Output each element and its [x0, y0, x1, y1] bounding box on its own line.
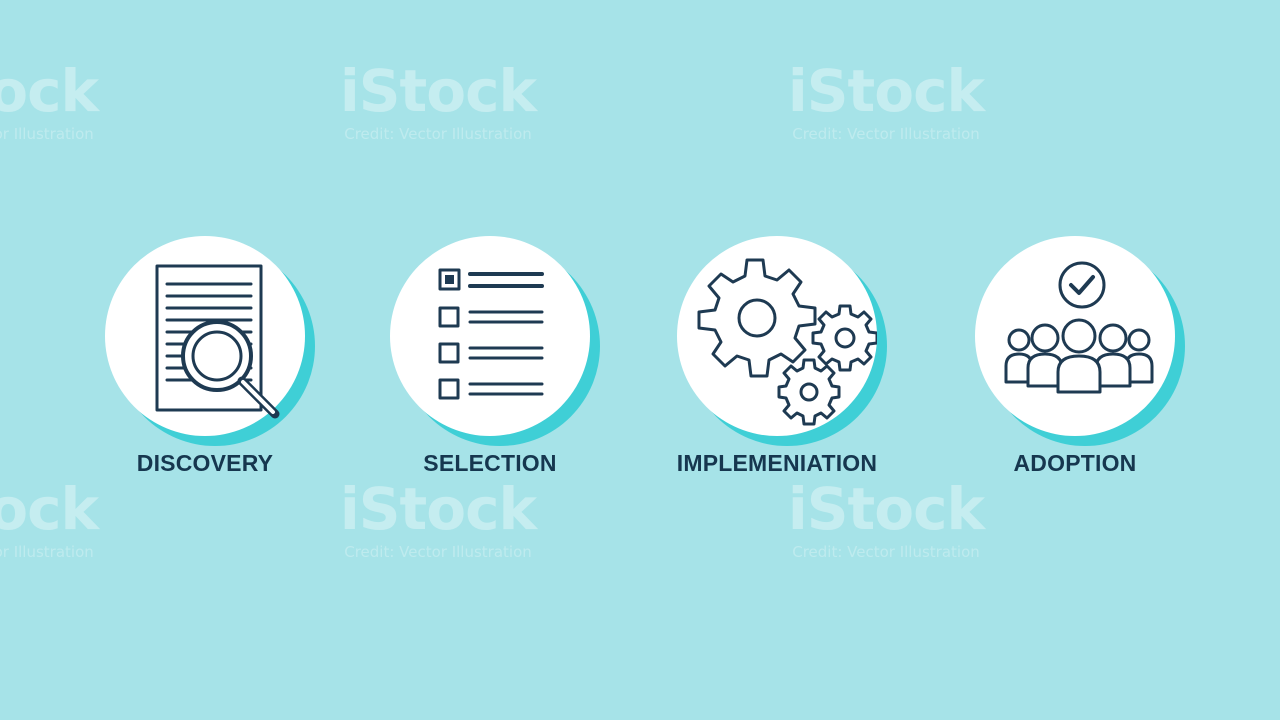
watermark-credit: Credit: Vector Illustration	[344, 125, 532, 143]
step-disc	[975, 236, 1185, 446]
watermark-credit: Credit: Vector Illustration	[792, 543, 980, 561]
watermark-credit: Credit: Vector Illustration	[0, 125, 94, 143]
checklist-icon	[438, 268, 544, 400]
watermark-logo: iStock	[0, 57, 99, 125]
step-selection: SELECTION	[370, 236, 610, 476]
step-label: SELECTION	[423, 450, 557, 476]
team-check-icon	[1004, 261, 1154, 394]
step-adoption: ADOPTION	[955, 236, 1195, 476]
disc	[390, 236, 590, 436]
watermark: iStock Credit: Vector Illustration	[776, 480, 996, 562]
watermark-credit: Credit: Vector Illustration	[0, 543, 94, 561]
step-label: ADOPTION	[1013, 450, 1137, 476]
watermark-credit: Credit: Vector Illustration	[792, 125, 980, 143]
step-disc	[105, 236, 315, 446]
watermark: iStock Credit: Vector Illustration	[328, 62, 548, 144]
step-discovery: DISCOVERY	[85, 236, 325, 476]
disc	[677, 236, 877, 436]
watermark-credit: Credit: Vector Illustration	[344, 543, 532, 561]
step-label: IMPLEMENIATION	[676, 450, 878, 476]
step-disc	[390, 236, 600, 446]
step-disc	[677, 236, 887, 446]
watermark-logo: iStock	[339, 475, 537, 543]
watermark: iStock Credit: Vector Illustration	[328, 480, 548, 562]
step-label: DISCOVERY	[136, 450, 274, 476]
watermark: iStock Credit: Vector Illustration	[776, 62, 996, 144]
watermark-logo: iStock	[787, 475, 985, 543]
watermark-logo: iStock	[787, 57, 985, 125]
watermark: iStock Credit: Vector Illustration	[0, 62, 110, 144]
step-implementation: IMPLEMENIATION	[657, 236, 897, 476]
gears-icon	[697, 258, 877, 426]
watermark: iStock Credit: Vector Illustration	[0, 480, 110, 562]
watermark-logo: iStock	[339, 57, 537, 125]
document-magnifier-icon	[155, 264, 280, 419]
watermark-logo: iStock	[0, 475, 99, 543]
